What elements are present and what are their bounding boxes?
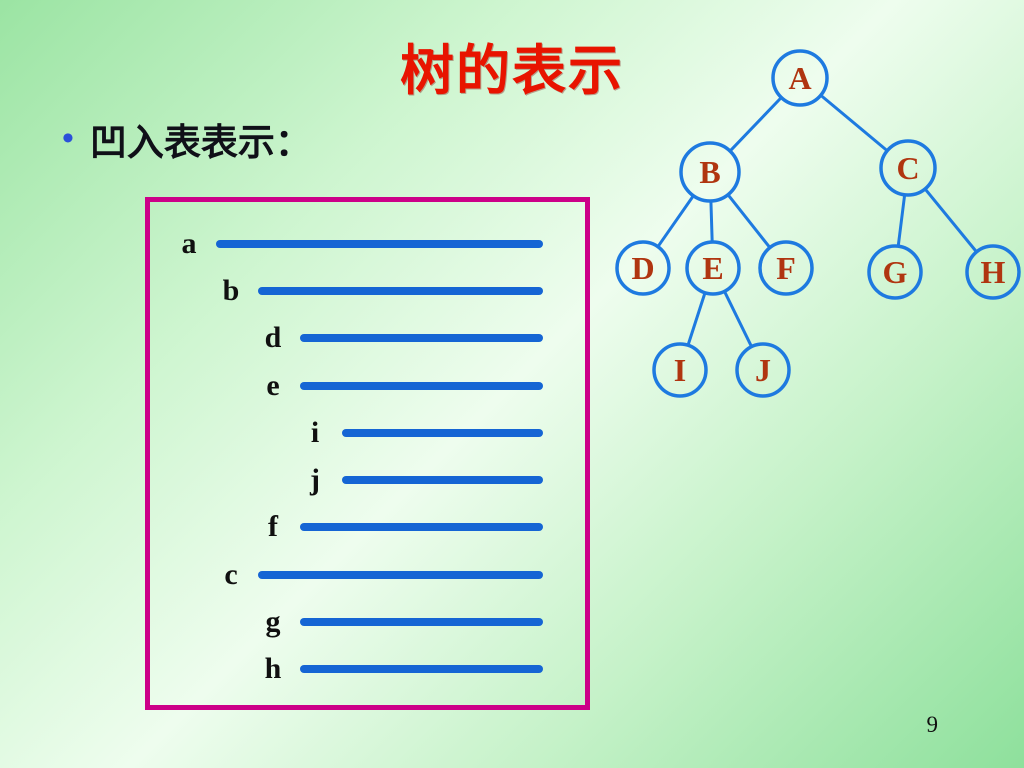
indent-bar <box>258 286 543 295</box>
tree-node-label-A: A <box>788 60 811 96</box>
tree-node-circle-A <box>771 49 829 107</box>
indent-bar <box>300 665 543 674</box>
tree-edge-B-F <box>726 193 772 249</box>
indent-label: d <box>264 321 282 355</box>
indent-row-b: b <box>150 267 585 314</box>
indent-label: g <box>265 605 281 639</box>
tree-node-circle-H <box>965 244 1021 300</box>
tree-edge-E-J <box>723 290 753 348</box>
tree-edge-B-E <box>709 200 714 243</box>
tree-node-label-C: C <box>896 150 919 186</box>
indent-label: j <box>310 463 320 497</box>
tree-node-circle-E <box>685 240 741 296</box>
indent-bar <box>300 381 543 390</box>
tree-node-circle-B <box>679 141 741 203</box>
indent-bar <box>300 523 543 532</box>
page-number: 9 <box>926 712 939 737</box>
tree-node-label-J: J <box>755 352 771 388</box>
tree-node-label-B: B <box>699 154 720 190</box>
tree-edge-C-H <box>923 187 978 253</box>
indent-row-d: d <box>150 315 585 362</box>
indent-label: a <box>181 226 197 260</box>
indent-bar <box>300 334 543 343</box>
tree-node-circle-I <box>652 342 708 398</box>
tree-edge-B-D <box>656 194 695 248</box>
indent-row-j: j <box>150 456 585 503</box>
tree-edge-A-B <box>728 96 783 153</box>
indent-bar <box>216 239 543 248</box>
indent-row-h: h <box>150 646 585 693</box>
tree-node-circle-C <box>879 139 937 197</box>
indent-label: f <box>268 510 278 544</box>
bullet-text: 凹入表表示： <box>89 123 312 164</box>
tree-node-circle-F <box>758 240 814 296</box>
tree-edge-E-I <box>686 292 707 346</box>
tree-node-label-E: E <box>702 250 723 286</box>
indent-row-i: i <box>150 409 585 456</box>
bullet-line: • 凹入表表示： <box>62 112 312 166</box>
bullet-dot: • <box>62 120 74 157</box>
indent-label: e <box>266 368 280 402</box>
tree-node-label-G: G <box>883 254 908 290</box>
tree-diagram: A B C D E F G H I J <box>615 49 1021 398</box>
indent-bar <box>342 428 543 437</box>
tree-node-label-D: D <box>631 250 654 286</box>
indent-row-g: g <box>150 598 585 645</box>
indent-bar <box>300 618 543 627</box>
indent-bar <box>258 570 543 579</box>
indent-label: h <box>264 652 282 686</box>
indent-bar <box>342 476 543 485</box>
indent-label: i <box>310 415 320 449</box>
indent-label: b <box>222 273 240 307</box>
indent-label: c <box>224 557 238 591</box>
tree-edge-C-G <box>896 194 907 247</box>
tree-node-circle-G <box>867 244 923 300</box>
tree-node-label-H: H <box>981 254 1006 290</box>
indent-row-c: c <box>150 551 585 598</box>
indent-row-f: f <box>150 504 585 551</box>
tree-edge-A-C <box>819 94 889 152</box>
tree-node-label-I: I <box>674 352 686 388</box>
page-title: 树的表示 <box>400 41 624 101</box>
tree-node-circle-D <box>615 240 671 296</box>
indent-row-a: a <box>150 220 585 267</box>
tree-node-circle-J <box>735 342 791 398</box>
indent-row-e: e <box>150 362 585 409</box>
tree-node-label-F: F <box>776 250 796 286</box>
